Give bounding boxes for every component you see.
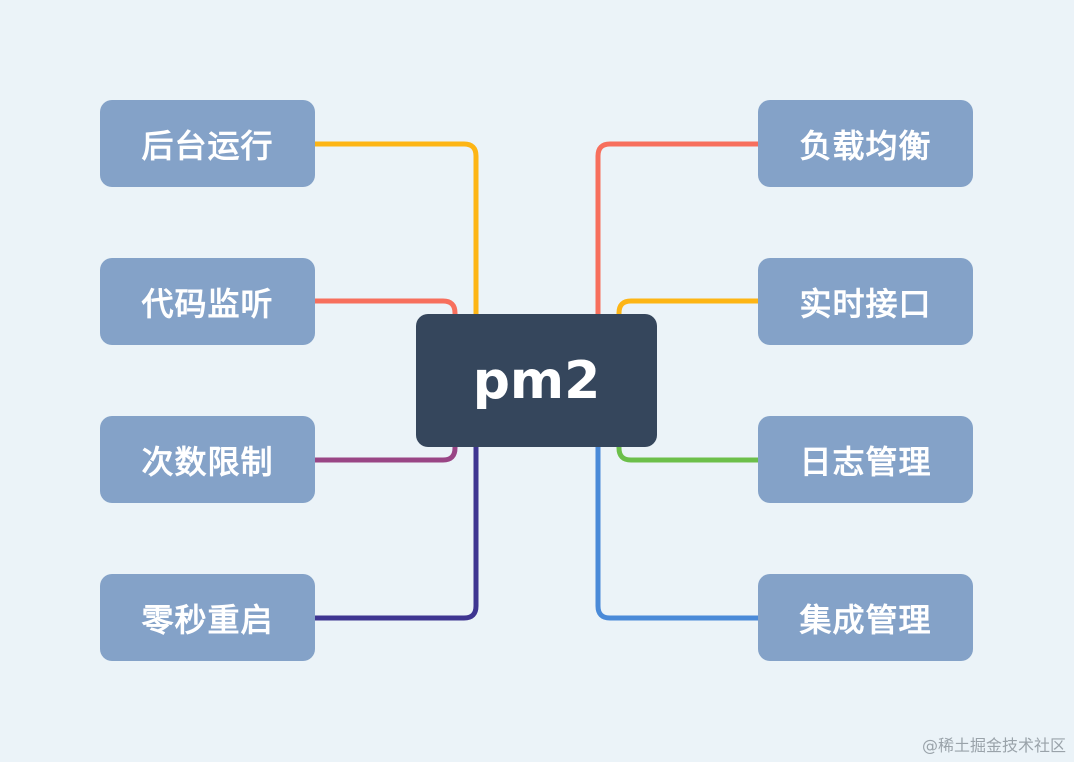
- link-left-2: [315, 298, 458, 320]
- node-left-4[interactable]: 零秒重启: [100, 574, 315, 661]
- link-right-2: [616, 298, 758, 320]
- node-right-1[interactable]: 负载均衡: [758, 100, 973, 187]
- link-left-3: [315, 440, 458, 463]
- link-right-4: [595, 440, 758, 621]
- node-right-2[interactable]: 实时接口: [758, 258, 973, 345]
- link-left-4: [315, 440, 479, 621]
- link-right-3: [616, 440, 758, 463]
- node-left-1[interactable]: 后台运行: [100, 100, 315, 187]
- root-node[interactable]: pm2: [416, 314, 657, 447]
- link-left-1: [315, 141, 479, 320]
- node-left-3[interactable]: 次数限制: [100, 416, 315, 503]
- watermark: @稀土掘金技术社区: [921, 736, 1066, 755]
- node-right-3[interactable]: 日志管理: [758, 416, 973, 503]
- node-right-4[interactable]: 集成管理: [758, 574, 973, 661]
- node-left-2[interactable]: 代码监听: [100, 258, 315, 345]
- link-right-1: [595, 141, 758, 320]
